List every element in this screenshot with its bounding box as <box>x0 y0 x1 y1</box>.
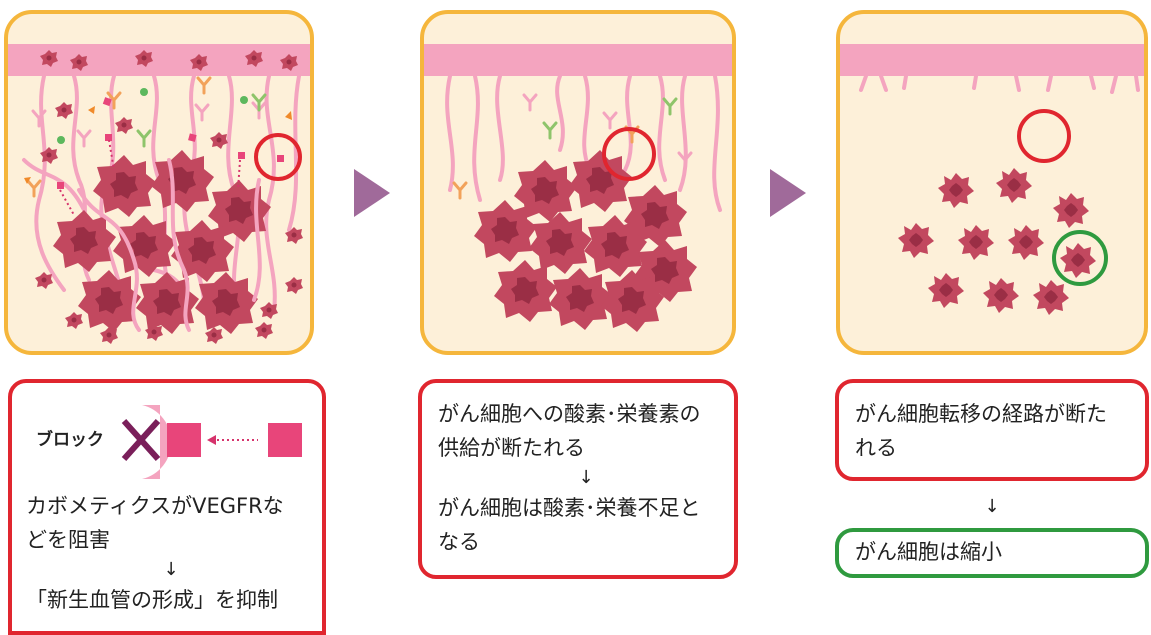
explanation-box-4: がん細胞は縮小 <box>835 528 1149 578</box>
sprouting-vessels <box>445 74 722 212</box>
panel-supply-cut <box>420 10 736 355</box>
box4-line1: がん細胞は縮小 <box>855 540 1002 564</box>
explanation-box-3: がん細胞転移の経路が断た れる <box>835 379 1149 481</box>
box2-line3: がん細胞は酸素･栄養不足と <box>438 496 701 520</box>
down-arrow: ↓ <box>984 496 1000 517</box>
box3-line1: がん細胞転移の経路が断た <box>855 402 1107 426</box>
box2-line1: がん細胞への酸素･栄養素の <box>438 402 701 426</box>
explanation-box-2: がん細胞への酸素･栄養素の 供給が断たれる ↓ がん細胞は酸素･栄養不足と なる <box>418 379 738 579</box>
panel-tumor-shrink <box>836 10 1148 355</box>
vegf-ligand-approaching <box>268 423 302 457</box>
down-arrow: ↓ <box>163 559 179 580</box>
vessel-stubs <box>859 74 1140 94</box>
down-arrow: ↓ <box>578 467 594 488</box>
block-label: ブロック <box>36 430 104 450</box>
vegf-ligand <box>167 423 201 457</box>
panel-3-illustration <box>836 10 1148 355</box>
next-stage-arrow <box>770 169 806 217</box>
next-stage-arrow <box>354 169 390 217</box>
receptor-shape <box>142 405 172 479</box>
box3-line2: れる <box>855 436 897 460</box>
box1-line1: カボメティクスがVEGFRな <box>26 494 284 518</box>
box1-line2: どを阻害 <box>26 528 110 552</box>
highlight-ring-green <box>1052 230 1108 286</box>
block-illustration <box>121 405 302 479</box>
box1-line3: 「新生血管の形成」を抑制 <box>26 588 278 612</box>
explanation-box-1: ブロック カボメティクスがVEGFRな どを阻害 ↓ 「新生血管の形成」を抑制 <box>8 379 326 635</box>
box2-line2: 供給が断たれる <box>438 436 585 460</box>
blood-vessel <box>840 44 1144 76</box>
panel-angiogenesis <box>4 10 314 355</box>
dotted-arrow-icon <box>207 435 216 445</box>
highlight-ring-red <box>254 133 302 181</box>
panel-2-illustration <box>420 10 736 355</box>
panel-1-illustration <box>4 10 314 355</box>
highlight-ring-red <box>602 127 656 181</box>
blood-vessel <box>424 44 732 76</box>
highlight-ring-red <box>1017 109 1071 163</box>
box2-line4: なる <box>438 530 480 554</box>
